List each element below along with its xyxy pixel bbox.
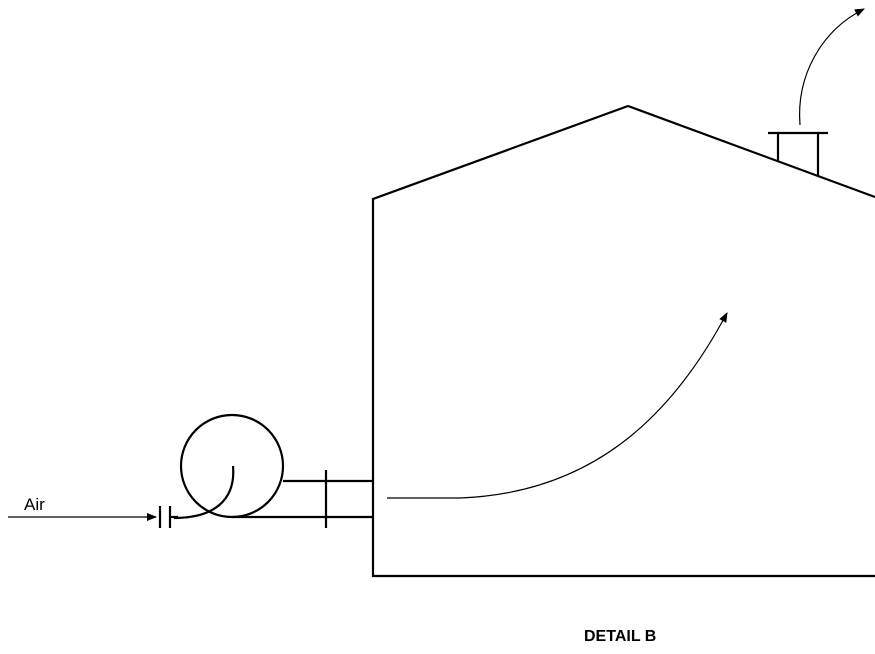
exhaust-airflow-arrow: [799, 8, 865, 126]
blower-housing: [179, 413, 285, 519]
blower-impeller-curve: [173, 465, 235, 520]
air-label: Air: [24, 495, 45, 514]
internal-airflow-arrow: [387, 312, 728, 499]
building-outline: [371, 104, 875, 578]
detail-caption: DETAIL B: [584, 628, 656, 645]
